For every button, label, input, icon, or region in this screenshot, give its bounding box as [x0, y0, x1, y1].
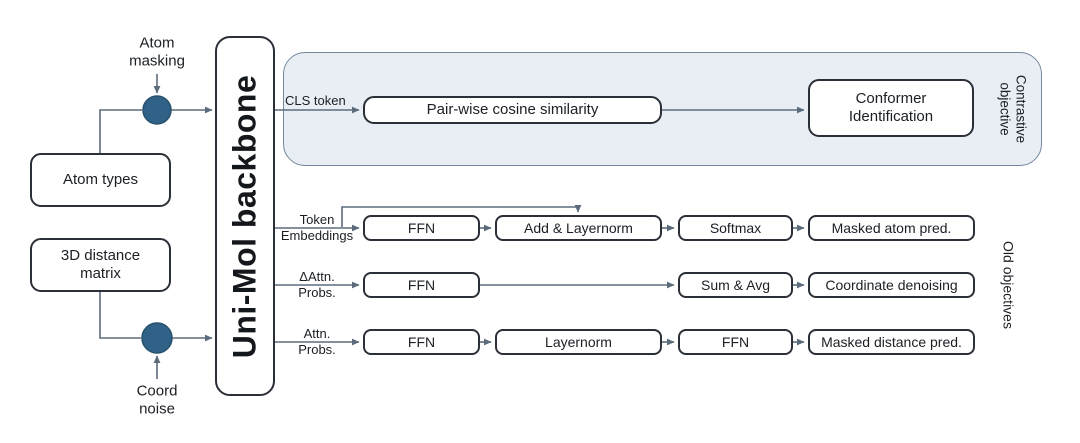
- contrastive-objective-label: Contrastive objective: [997, 74, 1029, 144]
- token-embeddings-label: Token Embeddings: [280, 212, 354, 243]
- ffn-box: FFN: [363, 329, 480, 355]
- layernorm-box: Layernorm: [495, 329, 662, 355]
- connector-distance-matrix-to-merge: [99, 292, 141, 339]
- pairwise-cosine-similarity-box: Pair-wise cosine similarity: [363, 96, 662, 124]
- attn-probs-label: Attn. Probs.: [298, 326, 336, 357]
- ffn-box: FFN: [678, 329, 793, 355]
- cls-token-label: CLS token: [285, 93, 346, 108]
- softmax-box: Softmax: [678, 215, 793, 241]
- backbone-box: Uni-Mol backbone: [215, 36, 275, 396]
- masked-atom-pred-box: Masked atom pred.: [808, 215, 975, 241]
- ffn-box: FFN: [363, 272, 480, 298]
- delta-attn-probs-label: ΔAttn. Probs.: [298, 269, 336, 300]
- connector-atom-types-to-merge: [99, 109, 142, 154]
- backbone-label: Uni-Mol backbone: [226, 74, 263, 358]
- masked-distance-pred-box: Masked distance pred.: [808, 329, 975, 355]
- atom-masking-label: Atom masking: [129, 34, 185, 70]
- distance-matrix-box: 3D distance matrix: [30, 238, 171, 292]
- conformer-identification-box: Conformer Identification: [808, 79, 974, 137]
- atom-types-box: Atom types: [30, 153, 171, 207]
- merge-node-atom-masking: [142, 95, 172, 125]
- old-objectives-label: Old objectives: [1000, 241, 1017, 329]
- sum-avg-box: Sum & Avg: [678, 272, 793, 298]
- coord-noise-label: Coord noise: [136, 382, 178, 418]
- coordinate-denoising-box: Coordinate denoising: [808, 272, 975, 298]
- skip-connection-row1: [341, 205, 582, 227]
- merge-node-coord-noise: [141, 322, 173, 354]
- add-layernorm-box: Add & Layernorm: [495, 215, 662, 241]
- ffn-box: FFN: [363, 215, 480, 241]
